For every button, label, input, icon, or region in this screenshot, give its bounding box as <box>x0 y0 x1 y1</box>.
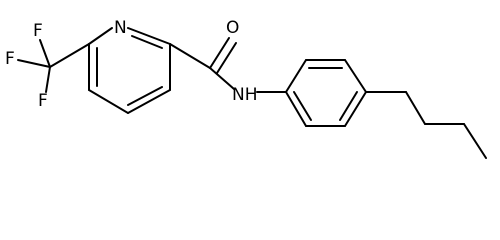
bond-carbonyl-o <box>209 37 230 69</box>
atom-label-amide-nh: NH <box>232 85 258 105</box>
amide-group <box>169 37 287 93</box>
atom-label-pyridine-n: N <box>114 18 127 38</box>
bond-ring-carbonyl <box>169 43 211 69</box>
bond-ring-cf3 <box>49 43 90 68</box>
pyridine-ring <box>88 27 171 114</box>
bond-c6-n <box>88 27 113 45</box>
phenyl-ring <box>285 59 367 127</box>
double-bond-n-c2 <box>131 35 163 49</box>
bond-c-f-left <box>17 59 51 68</box>
bond-ph6 <box>285 91 307 127</box>
double-bond-c3-c4 <box>127 86 163 106</box>
bond-c-f-top <box>39 39 51 68</box>
atom-label-fluorine-left: F <box>5 49 15 69</box>
bond-ph4 <box>344 91 367 127</box>
bond-ph3 <box>344 59 367 93</box>
bond-c-f-bottom <box>45 66 51 93</box>
bond-n-c2 <box>127 27 171 45</box>
bond-c3-c4 <box>127 89 171 114</box>
bond-carbonyl-n <box>209 67 235 90</box>
bond-ph1 <box>285 59 307 93</box>
double-bond-ph-left <box>293 91 312 121</box>
double-bond-carbonyl-o <box>216 42 237 74</box>
atom-label-fluorine-top: F <box>33 21 43 41</box>
butyl-chain <box>365 91 487 159</box>
atom-label-carbonyl-o: O <box>226 18 239 38</box>
trifluoromethyl-group <box>17 39 90 93</box>
bond-c4-c5 <box>88 89 129 114</box>
chemical-structure-diagram: N O NH F F F <box>5 18 487 159</box>
double-bond-ph-right <box>339 91 358 121</box>
atom-label-fluorine-bottom: F <box>38 91 48 111</box>
bond-butyl-4 <box>463 123 487 159</box>
bond-butyl-2 <box>405 91 426 125</box>
